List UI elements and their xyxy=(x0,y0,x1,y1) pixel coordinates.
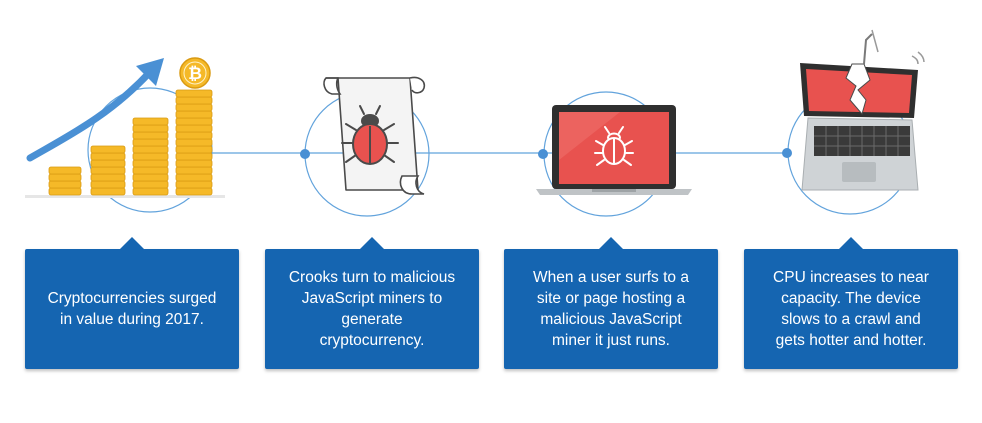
step-card-3: When a user surfs to a site or page host… xyxy=(504,237,718,369)
step-card-4: CPU increases to near capacity. The devi… xyxy=(744,237,958,369)
connector-dot xyxy=(782,148,792,158)
broken-laptop-icon xyxy=(800,29,925,191)
scroll-bug-icon xyxy=(323,76,426,195)
step-text: When a user surfs to a site or page host… xyxy=(533,269,689,349)
step-card-2: Crooks turn to malicious JavaScript mine… xyxy=(265,237,479,369)
connector-dot xyxy=(538,149,548,159)
step-text: Cryptocurrencies surged in value during … xyxy=(47,290,217,328)
bitcoin-symbol: ₿ xyxy=(188,64,202,84)
laptop-bug-icon xyxy=(536,105,692,195)
connector-dot xyxy=(300,149,310,159)
step-text: CPU increases to near capacity. The devi… xyxy=(773,269,929,349)
rising-coins-bitcoin-icon: ₿ xyxy=(25,57,225,198)
step-text: Crooks turn to malicious JavaScript mine… xyxy=(288,269,456,349)
step-card-1: Cryptocurrencies surged in value during … xyxy=(25,237,239,369)
